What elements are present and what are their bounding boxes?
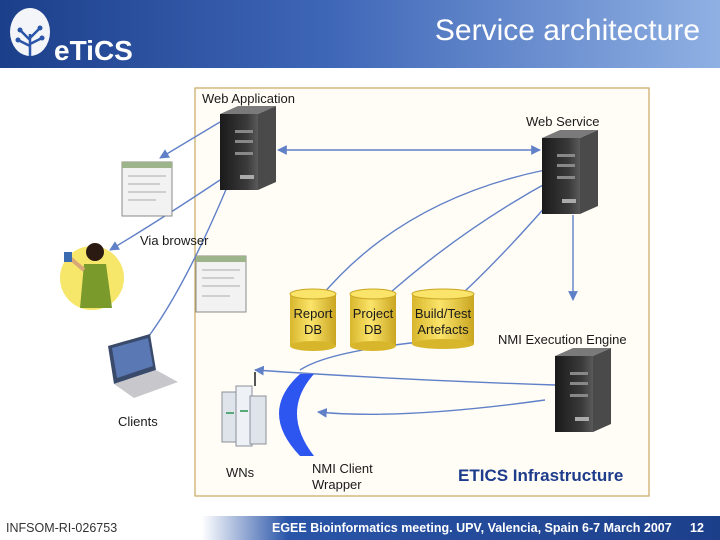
header-bar: eTiCS Service architecture xyxy=(0,0,720,68)
database-cylinder-icon xyxy=(289,288,337,351)
footer-meeting-text: EGEE Bioinformatics meeting. UPV, Valenc… xyxy=(272,521,672,535)
logo-text: eTiCS xyxy=(54,35,133,66)
cluster-nodes-icon xyxy=(221,372,267,447)
nmi-client-wrapper-label: NMI Client Wrapper xyxy=(312,461,373,492)
browser-window-icon xyxy=(121,161,173,217)
user-with-phone-icon xyxy=(60,243,124,310)
nmi-execution-engine-label: NMI Execution Engine xyxy=(498,332,627,347)
nmi-execution-engine-server-icon xyxy=(555,348,611,432)
database-cylinder-icon xyxy=(411,288,475,349)
wrapper-shell-icon xyxy=(279,374,314,456)
webservice-projectdb-arrow xyxy=(381,179,553,301)
nmi-wrapper-arrow xyxy=(317,399,546,418)
web-service-label: Web Service xyxy=(526,114,600,129)
clients-label: Clients xyxy=(118,414,158,429)
via-browser-label: Via browser xyxy=(140,233,209,248)
nmi-clients-arrow xyxy=(254,365,556,386)
web-application-server-icon xyxy=(220,106,276,190)
report-db-label: Report DB xyxy=(293,306,333,337)
build-test-artefacts-label: Build/Test Artefacts xyxy=(414,306,472,337)
etics-infrastructure-label: ETICS Infrastructure xyxy=(458,466,624,485)
laptop-icon xyxy=(108,334,178,398)
web-application-label: Web Application xyxy=(202,91,295,106)
webservice-reportdb-arrow xyxy=(317,169,546,301)
etics-logo-icon: eTiCS xyxy=(10,8,133,66)
webapp-user-arrow xyxy=(109,179,221,251)
database-cylinder-icon xyxy=(349,288,397,351)
page-title: Service architecture xyxy=(434,14,700,47)
webapp-browser-arrow xyxy=(159,121,221,159)
footer-bar xyxy=(0,516,720,540)
footer-page-number: 12 xyxy=(690,521,704,535)
project-db-label: Project DB xyxy=(352,306,394,337)
footer-project-code: INFSOM-RI-026753 xyxy=(6,521,118,535)
wns-label: WNs xyxy=(226,465,255,480)
browser-window-icon xyxy=(195,255,247,313)
web-service-server-icon xyxy=(542,130,598,214)
